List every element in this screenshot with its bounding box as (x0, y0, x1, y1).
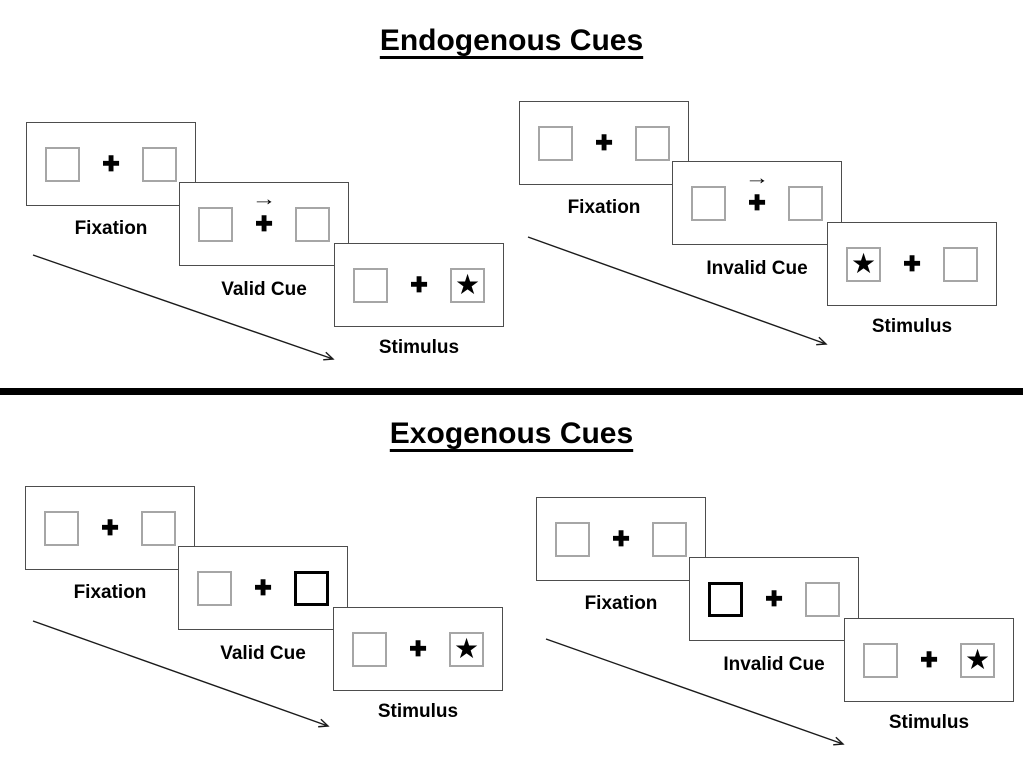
frame-label-fixation: Fixation (73, 582, 147, 603)
left-box: ★ (846, 246, 881, 282)
frame-stimulus: ✚ ★ (844, 618, 1014, 702)
right-box: ★ (450, 267, 485, 303)
frame-valid-cue: → ✚ (179, 182, 349, 266)
exogenous-section-title: Exogenous Cues (0, 417, 1023, 451)
frame-fixation: ✚ (519, 101, 689, 185)
fixation-cross-icon: ✚ (101, 516, 119, 540)
left-box (538, 125, 573, 161)
right-box: ★ (960, 642, 995, 678)
frame-label-stimulus: Stimulus (378, 337, 460, 358)
right-box: ★ (449, 631, 484, 667)
frame-valid-cue: ✚ (178, 546, 348, 630)
frame-label-fixation: Fixation (74, 218, 148, 239)
frame-label-invalid-cue: Invalid Cue (706, 258, 808, 279)
central-cross-area: → ✚ (248, 190, 280, 242)
frame-fixation: ✚ (25, 486, 195, 570)
endogenous-title-text: Endogenous Cues (379, 24, 644, 57)
exogenous-title-text: Exogenous Cues (389, 417, 634, 450)
right-box (141, 510, 176, 546)
left-box (45, 146, 80, 182)
left-box-highlighted (708, 581, 743, 617)
star-target-icon: ★ (964, 644, 991, 675)
central-cross-area: ✚ (94, 511, 126, 546)
fixation-cross-icon: ✚ (765, 587, 783, 611)
central-cross-area: ✚ (605, 522, 637, 557)
frame-label-valid-cue: Valid Cue (221, 279, 307, 300)
star-target-icon: ★ (454, 269, 481, 300)
right-box (805, 581, 840, 617)
fixation-cross-icon: ✚ (595, 131, 613, 155)
left-box (44, 510, 79, 546)
fixation-cross-icon: ✚ (409, 637, 427, 661)
right-box (943, 246, 978, 282)
frame-label-stimulus: Stimulus (888, 712, 970, 733)
left-box (863, 642, 898, 678)
frame-invalid-cue: ✚ (689, 557, 859, 641)
panel-exogenous-invalid: ✚ ✚ ✚ ★ Fixation Invalid Cue Stimulus (536, 497, 1023, 749)
frame-invalid-cue: → ✚ (672, 161, 842, 245)
central-cross-area: ✚ (896, 247, 928, 282)
central-cross-area: ✚ (95, 147, 127, 182)
right-box (788, 185, 823, 221)
frame-label-fixation: Fixation (567, 197, 641, 218)
frame-stimulus: ★ ✚ (827, 222, 997, 306)
central-cross-area: ✚ (247, 571, 279, 606)
left-box (353, 267, 388, 303)
frame-label-valid-cue: Valid Cue (220, 643, 306, 664)
fixation-cross-icon: ✚ (920, 648, 938, 672)
right-arrow-cue-icon: → (744, 167, 770, 189)
central-cross-area: ✚ (403, 268, 435, 303)
right-box (652, 521, 687, 557)
right-box-highlighted (294, 570, 329, 606)
right-box (635, 125, 670, 161)
central-cross-area: ✚ (588, 126, 620, 161)
fixation-cross-icon: ✚ (612, 527, 630, 551)
fixation-cross-icon: ✚ (255, 212, 273, 236)
left-box (555, 521, 590, 557)
section-divider (0, 388, 1023, 395)
fixation-cross-icon: ✚ (410, 273, 428, 297)
left-box (691, 185, 726, 221)
left-box (352, 631, 387, 667)
fixation-cross-icon: ✚ (903, 252, 921, 276)
frame-stimulus: ✚ ★ (333, 607, 503, 691)
star-target-icon: ★ (453, 633, 480, 664)
central-cross-area: ✚ (402, 632, 434, 667)
central-cross-area: → ✚ (741, 169, 773, 221)
frame-label-stimulus: Stimulus (871, 316, 953, 337)
frame-fixation: ✚ (536, 497, 706, 581)
panel-endogenous-valid: ✚ → ✚ ✚ ★ Fixation Valid Cue Stimulus (26, 122, 518, 374)
frame-label-stimulus: Stimulus (377, 701, 459, 722)
right-box (142, 146, 177, 182)
frame-stimulus: ✚ ★ (334, 243, 504, 327)
fixation-cross-icon: ✚ (748, 191, 766, 215)
central-cross-area: ✚ (913, 643, 945, 678)
panel-exogenous-valid: ✚ ✚ ✚ ★ Fixation Valid Cue Stimulus (25, 486, 517, 738)
central-cross-area: ✚ (758, 582, 790, 617)
panel-endogenous-invalid: ✚ → ✚ ★ ✚ Fixation Invalid Cue Stimulus (519, 101, 1011, 353)
left-box (198, 206, 233, 242)
left-box (197, 570, 232, 606)
endogenous-section-title: Endogenous Cues (0, 24, 1023, 58)
frame-fixation: ✚ (26, 122, 196, 206)
right-arrow-cue-icon: → (251, 188, 277, 210)
fixation-cross-icon: ✚ (102, 152, 120, 176)
right-box (295, 206, 330, 242)
fixation-cross-icon: ✚ (254, 576, 272, 600)
frame-label-fixation: Fixation (584, 593, 658, 614)
star-target-icon: ★ (850, 248, 877, 279)
frame-label-invalid-cue: Invalid Cue (723, 654, 825, 675)
